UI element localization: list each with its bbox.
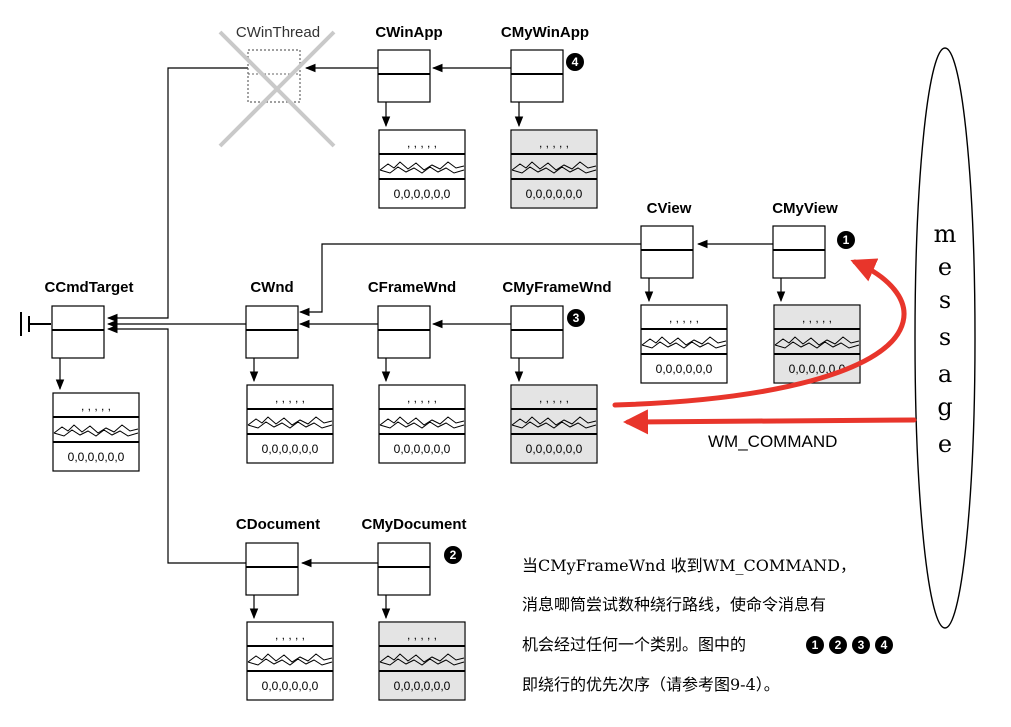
class-label-cdocument: CDocument <box>236 516 320 533</box>
caption-line-3: 机会经过任何一个类别。图中的 <box>522 635 746 654</box>
class-cframewnd: CFrameWnd <box>368 279 456 359</box>
class-label-cwinthread: CWinThread <box>236 24 320 41</box>
cmyframewnd-message-map: , , , , , 0,0,0,0,0,0 <box>510 384 598 464</box>
map-entries: , , , , , <box>275 628 305 642</box>
wm-command-route-arrows <box>612 258 917 435</box>
map-entries: , , , , , <box>539 136 569 150</box>
map-entries: , , , , , <box>802 311 832 325</box>
message-letter: g <box>937 393 952 421</box>
caption-line-1: 当CMyFrameWnd 收到WM_COMMAND， <box>522 556 856 575</box>
map-values: 0,0,0,0,0,0 <box>394 442 451 456</box>
map-entries: , , , , , <box>539 391 569 405</box>
svg-text:4: 4 <box>881 638 888 652</box>
cwnd-message-map: , , , , , 0,0,0,0,0,0 <box>246 384 334 464</box>
class-box-cmywinapp <box>510 49 564 103</box>
svg-text:1: 1 <box>843 233 850 247</box>
class-cview: CView <box>640 200 694 279</box>
svg-text:1: 1 <box>812 638 819 652</box>
wm-command-label: WM_COMMAND <box>708 432 837 451</box>
caption-line-4: 即绕行的优先次序（请参考图9-4）。 <box>522 675 780 694</box>
message-letter: a <box>938 360 952 388</box>
class-label-cframewnd: CFrameWnd <box>368 279 456 296</box>
map-values: 0,0,0,0,0,0 <box>394 679 451 693</box>
caption-badge-4: 4 <box>875 636 893 654</box>
caption-badge-3: 3 <box>852 636 870 654</box>
map-values: 0,0,0,0,0,0 <box>394 187 451 201</box>
map-values: 0,0,0,0,0,0 <box>262 442 319 456</box>
class-box-cmydocument <box>377 542 431 596</box>
class-cwnd: CWnd <box>245 279 299 359</box>
class-label-cmywinapp: CMyWinApp <box>501 24 589 41</box>
caption-badge-1: 1 <box>806 636 824 654</box>
cview-message-map: , , , , , 0,0,0,0,0,0 <box>640 304 728 384</box>
map-entries: , , , , , <box>407 136 437 150</box>
svg-text:4: 4 <box>572 55 579 69</box>
map-entries: , , , , , <box>81 399 111 413</box>
message-letter: e <box>938 253 952 281</box>
svg-text:3: 3 <box>858 638 865 652</box>
class-cmywinapp: CMyWinApp <box>501 24 589 103</box>
class-box-cframewnd <box>377 305 431 359</box>
class-label-cmydocument: CMyDocument <box>361 516 466 533</box>
caption: 当CMyFrameWnd 收到WM_COMMAND， 消息唧筒尝试数种绕行路线，… <box>522 556 856 694</box>
map-values: 0,0,0,0,0,0 <box>68 450 125 464</box>
priority-badge-4: 4 <box>566 53 584 71</box>
class-label-ccmdtarget: CCmdTarget <box>45 279 134 296</box>
cwinthread-cross-out <box>218 30 336 148</box>
caption-line-2: 消息唧筒尝试数种绕行路线，使命令消息有 <box>522 595 826 614</box>
class-label-cwnd: CWnd <box>250 279 293 296</box>
class-cdocument: CDocument <box>236 516 320 596</box>
map-values: 0,0,0,0,0,0 <box>526 442 583 456</box>
priority-badge-2: 2 <box>444 546 462 564</box>
message-letter: m <box>934 220 957 248</box>
class-cmyview: CMyView <box>772 200 838 279</box>
map-values: 0,0,0,0,0,0 <box>262 679 319 693</box>
class-label-cmyview: CMyView <box>772 200 838 217</box>
class-box-cmyview <box>772 225 826 279</box>
caption-badge-2: 2 <box>829 636 847 654</box>
class-box-cmyframewnd <box>510 305 564 359</box>
svg-text:3: 3 <box>573 311 580 325</box>
class-box-cdocument <box>245 542 299 596</box>
cwinapp-message-map: , , , , , 0,0,0,0,0,0 <box>378 129 466 209</box>
map-values: 0,0,0,0,0,0 <box>526 187 583 201</box>
cmywinapp-message-map: , , , , , 0,0,0,0,0,0 <box>510 129 598 209</box>
class-box-ccmdtarget <box>51 305 105 359</box>
message-letter: s <box>939 323 951 351</box>
message-source <box>914 47 976 629</box>
priority-badge-1: 1 <box>837 231 855 249</box>
message-letter: s <box>939 286 951 314</box>
class-label-cview: CView <box>647 200 692 217</box>
caption-badges: 1 2 3 4 <box>806 636 893 654</box>
class-label-cmyframewnd: CMyFrameWnd <box>502 279 611 296</box>
class-cwinapp: CWinApp <box>375 24 443 103</box>
map-entries: , , , , , <box>407 628 437 642</box>
class-label-cwinapp: CWinApp <box>375 24 442 41</box>
map-entries: , , , , , <box>275 391 305 405</box>
svg-text:2: 2 <box>450 548 457 562</box>
class-box-cwnd <box>245 305 299 359</box>
map-values: 0,0,0,0,0,0 <box>656 362 713 376</box>
map-entries: , , , , , <box>407 391 437 405</box>
class-cmydocument: CMyDocument <box>361 516 467 596</box>
class-box-cview <box>640 225 694 279</box>
cframewnd-message-map: , , , , , 0,0,0,0,0,0 <box>378 384 466 464</box>
cmydocument-message-map: , , , , , 0,0,0,0,0,0 <box>378 621 466 701</box>
root-marker <box>20 312 51 336</box>
class-cmyframewnd: CMyFrameWnd <box>502 279 612 359</box>
svg-text:2: 2 <box>835 638 842 652</box>
cdocument-message-map: , , , , , 0,0,0,0,0,0 <box>246 621 334 701</box>
class-box-cwinapp <box>377 49 431 103</box>
ccmdtarget-message-map: , , , , , 0,0,0,0,0,0 <box>52 392 140 472</box>
class-ccmdtarget: CCmdTarget <box>45 279 134 359</box>
priority-badge-3: 3 <box>567 309 585 327</box>
message-letter: e <box>938 430 952 458</box>
map-entries: , , , , , <box>669 311 699 325</box>
